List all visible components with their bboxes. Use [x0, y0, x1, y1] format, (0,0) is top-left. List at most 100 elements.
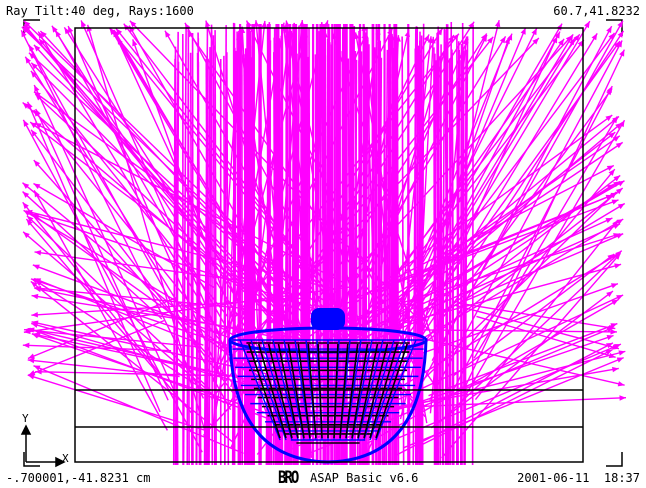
ray-arrowhead [610, 329, 617, 335]
ray-arrowhead [129, 20, 137, 28]
ray-arrowhead [504, 37, 510, 45]
ray-arrowhead [123, 23, 130, 31]
ray-arrowhead [531, 28, 537, 36]
ray-line [34, 279, 225, 404]
ray-line [447, 85, 613, 401]
ray-arrowhead [323, 20, 329, 28]
ray-arrowhead [617, 203, 625, 210]
ray-arrowhead [35, 369, 42, 375]
ray-arrowhead [520, 27, 526, 35]
ray-arrowhead [468, 21, 475, 29]
ray-arrowhead [205, 20, 211, 28]
ray-arrowhead [55, 30, 62, 38]
ray-arrowhead [21, 26, 29, 34]
ray-arrowhead [354, 32, 360, 40]
ray-arrowhead [448, 35, 454, 42]
ray-arrowhead [554, 31, 560, 39]
ray-arrowhead [613, 175, 621, 182]
ray-line [317, 180, 621, 362]
ray-line [186, 30, 437, 388]
ray-arrowhead [556, 23, 563, 31]
ray-arrowhead [33, 109, 40, 117]
ray-line [303, 30, 327, 409]
ray-arrowhead [611, 366, 619, 373]
ray-arrowhead [22, 182, 30, 189]
ray-line [257, 343, 287, 439]
x-axis-label: X [62, 452, 69, 465]
ray-line [30, 129, 250, 415]
ray-line [339, 343, 349, 439]
ray-line [28, 52, 356, 355]
ray-line [245, 20, 419, 373]
ray-arrowhead [34, 250, 42, 256]
ray-arrowhead [27, 357, 35, 364]
ray-arrowhead [395, 35, 401, 42]
ray-line [67, 25, 222, 378]
ray-arrowhead [30, 122, 37, 129]
ray-line [28, 44, 232, 411]
y-axis-label: Y [22, 412, 29, 425]
ray-arrowhead [31, 293, 39, 300]
ray-arrowhead [21, 30, 27, 38]
ray-arrowhead [32, 332, 40, 338]
ray-line [476, 315, 616, 358]
ray-line [230, 20, 329, 388]
ray-arrowhead [605, 217, 613, 224]
ray-line [399, 34, 574, 324]
ray-arrowhead [40, 31, 47, 38]
ray-arrowhead [34, 85, 40, 93]
ray-arrowhead [591, 33, 598, 41]
ray-arrowhead [612, 116, 619, 123]
ray-arrowhead [81, 20, 87, 28]
ray-line [24, 56, 184, 312]
ray-line [277, 343, 299, 439]
ray-line [20, 29, 205, 399]
ray-arrowhead [608, 132, 616, 139]
ray-line [33, 277, 204, 346]
ray-arrowhead [615, 250, 622, 258]
ray-arrowhead [26, 215, 34, 223]
ray-line [23, 328, 202, 348]
ray-line [351, 343, 369, 439]
ray-line [22, 231, 219, 400]
ray-arrowhead [606, 335, 614, 341]
ray-line [22, 119, 203, 453]
ray-arrowhead [487, 36, 494, 44]
ray-arrowhead [605, 115, 613, 122]
ray-arrowhead [299, 20, 305, 27]
ray-line [33, 182, 215, 289]
ray-line [332, 283, 619, 386]
ray-line [30, 62, 253, 287]
ray-arrowhead [611, 299, 619, 306]
ray-arrowhead [23, 327, 31, 334]
ray-arrowhead [613, 223, 621, 229]
ray-arrowhead [605, 349, 613, 356]
ray-line [418, 349, 613, 447]
ray-line [23, 286, 351, 333]
ray-arrowhead [28, 370, 36, 376]
ray-arrowhead [239, 26, 246, 34]
ray-arrowhead [23, 119, 29, 127]
ray-line [356, 233, 621, 318]
ray-line [369, 343, 399, 439]
ray-arrowhead [427, 36, 434, 43]
ray-line [282, 24, 331, 435]
ray-line [219, 28, 394, 364]
plot-title: Ray Tilt:40 deg, Rays:1600 [6, 4, 194, 18]
bro-logo-icon: BRO [278, 468, 299, 488]
ray-arrowhead [246, 20, 252, 28]
ray-line [33, 84, 175, 391]
ray-arrowhead [64, 27, 71, 35]
system-frame [74, 27, 584, 463]
ray-line [289, 397, 627, 413]
ray-arrowhead [33, 160, 41, 167]
ray-line [382, 263, 622, 330]
ray-arrowhead [423, 34, 430, 42]
ray-arrowhead [613, 233, 620, 239]
ray-arrowhead [404, 30, 410, 37]
ray-arrowhead [616, 357, 624, 363]
ray-arrowhead [31, 129, 38, 137]
ray-arrowhead [33, 91, 41, 98]
ray-arrowhead [499, 36, 506, 44]
